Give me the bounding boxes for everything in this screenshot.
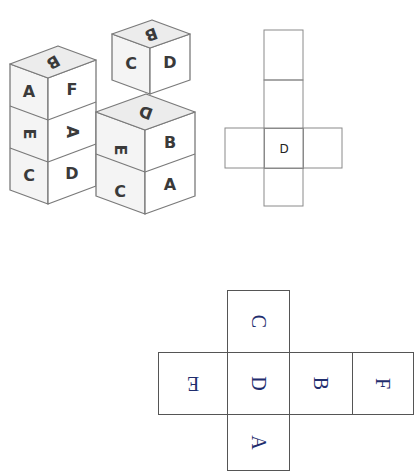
net-letter: E	[187, 372, 199, 395]
face-letter: A	[159, 174, 181, 196]
face-letter: D	[159, 52, 181, 74]
net-square: C	[227, 290, 290, 353]
net-square: A	[227, 414, 290, 471]
face-letter: C	[120, 53, 142, 75]
net-letter: D	[279, 142, 288, 156]
net-letter: A	[247, 435, 270, 449]
net-square: F	[352, 352, 414, 415]
net-square: D	[227, 352, 290, 415]
face-letter: A	[18, 81, 40, 103]
face-letter: A	[61, 121, 83, 143]
net-square: E	[158, 352, 228, 415]
net-letter: C	[247, 315, 270, 328]
net-letter: F	[372, 378, 395, 389]
face-letter: E	[18, 123, 40, 145]
cube-net-outline	[225, 30, 342, 206]
cube-stack	[10, 20, 195, 214]
net-letter: B	[310, 377, 333, 390]
net-letter: D	[247, 376, 270, 390]
face-letter: C	[18, 165, 40, 187]
face-letter: C	[109, 181, 131, 203]
face-letter: F	[61, 79, 83, 101]
net-square: B	[289, 352, 353, 415]
face-letter: E	[109, 139, 131, 161]
face-letter: D	[61, 163, 83, 185]
face-letter: B	[159, 132, 181, 154]
net-square: D	[264, 128, 304, 169]
